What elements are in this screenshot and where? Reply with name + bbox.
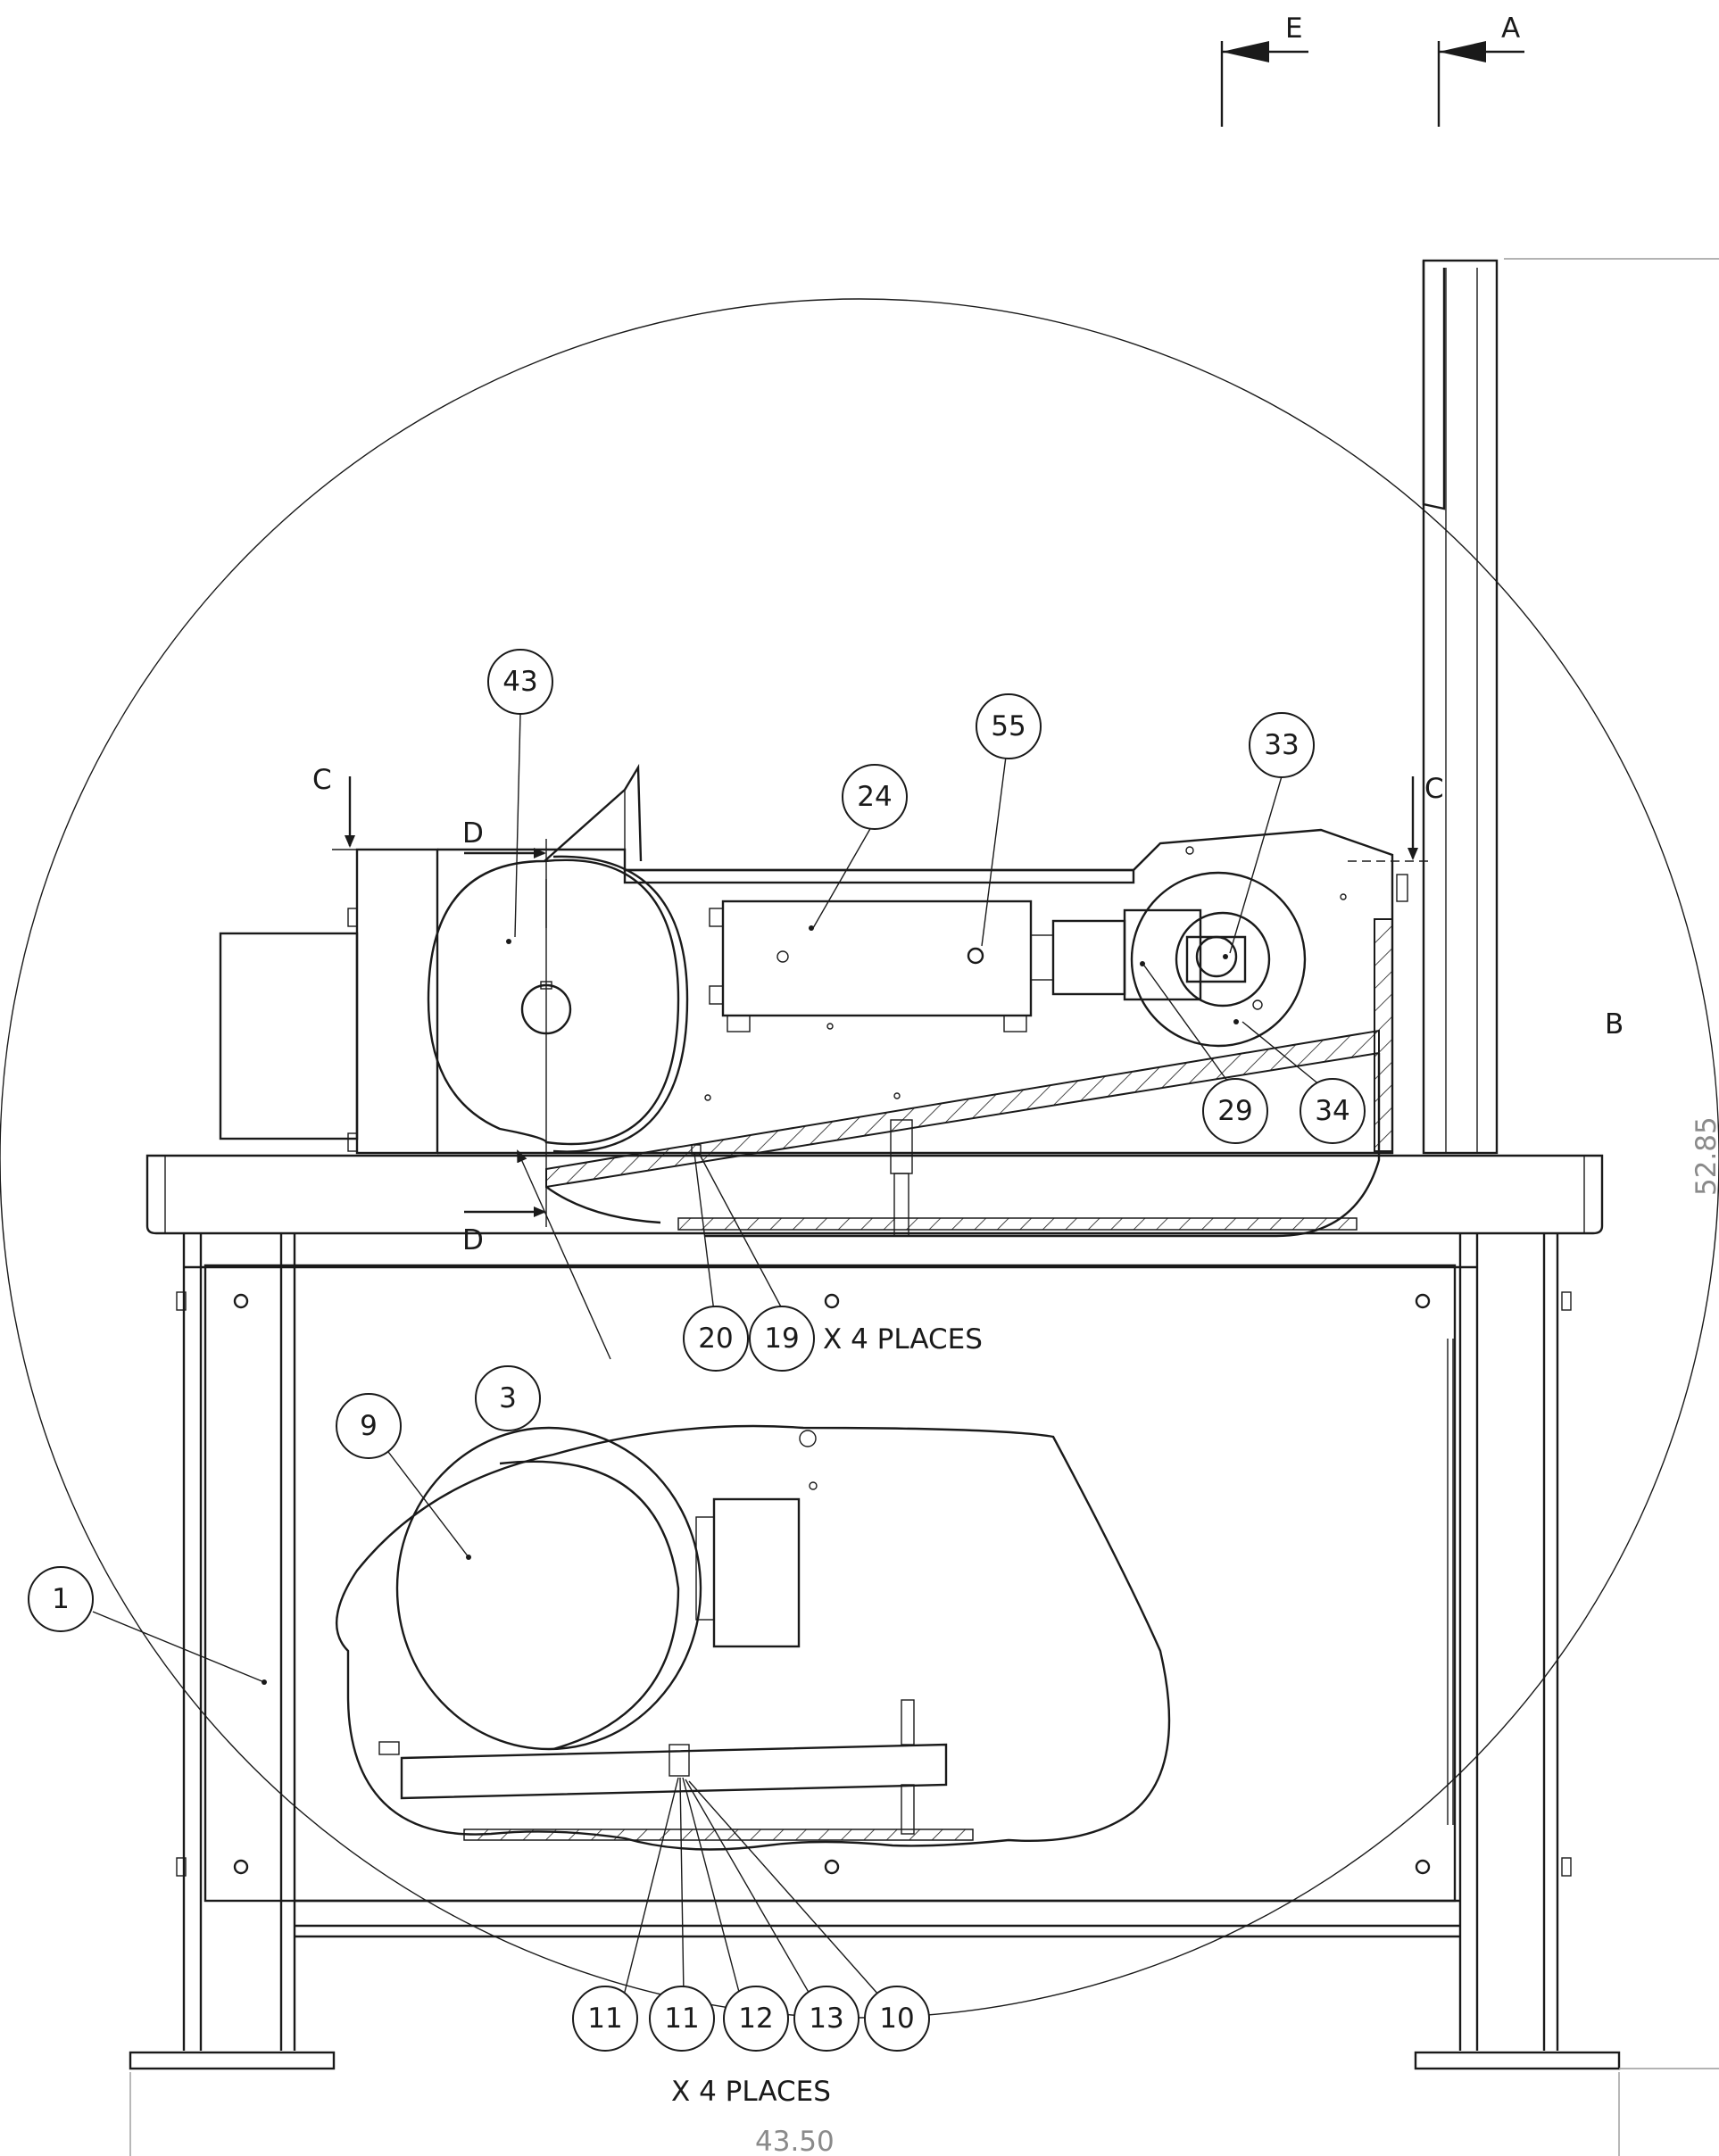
dimension-height-value: 52.85 [1690,1116,1719,1196]
section-c-left-label: C [312,764,332,796]
svg-text:9: 9 [360,1410,378,1442]
tabletop [145,1154,1604,1235]
section-marker-a: A [1437,12,1524,127]
svg-text:34: 34 [1315,1095,1349,1127]
svg-text:33: 33 [1264,729,1299,761]
callout-33: 33 [1249,712,1315,778]
svg-text:11: 11 [664,2003,699,2035]
dimension-width-value: 43.50 [755,2126,835,2156]
svg-text:12: 12 [738,2003,773,2035]
callout-3: 3 [475,1365,541,1431]
detail-circle-b [0,298,1719,2019]
callout-13: 13 [793,1986,860,2052]
callout-19: 19 [749,1306,815,1372]
section-marker-e: E [1220,12,1308,127]
callout-43: 43 [487,649,553,715]
svg-text:3: 3 [499,1382,517,1414]
dimension-width: 43.50 [129,2068,1719,2156]
pulley [427,855,689,1153]
section-marker-a-label: A [1501,12,1520,45]
panel-screws [233,1293,1431,1875]
callout-12: 12 [723,1986,789,2052]
vertical-post [1422,258,1719,1155]
callout-24: 24 [842,764,908,830]
callout-1: 1 [28,1566,94,1632]
note-x4-upper: X 4 PLACES [823,1323,983,1356]
svg-text:11: 11 [587,2003,622,2035]
section-marker-e-label: E [1285,12,1303,45]
svg-text:29: 29 [1217,1095,1252,1127]
svg-text:20: 20 [698,1323,733,1355]
section-d-top-label: D [462,817,484,850]
section-line-c: C C [312,764,1444,862]
callout-29: 29 [1202,1078,1268,1144]
callout-9: 9 [336,1393,402,1459]
note-x4-lower: X 4 PLACES [671,2076,831,2108]
detail-label-b: B [1605,1008,1624,1041]
section-d-bottom-label: D [462,1224,484,1256]
section-line-d: D D [462,817,547,1256]
svg-text:13: 13 [809,2003,843,2035]
svg-text:43: 43 [502,666,537,698]
leader-lines [92,713,1331,1996]
callout-10: 10 [864,1986,930,2052]
wheel [1130,846,1347,1048]
callout-20: 20 [683,1306,749,1372]
svg-text:10: 10 [879,2003,914,2035]
callout-34: 34 [1300,1078,1366,1144]
sloped-base [545,918,1393,1238]
callout-55: 55 [976,693,1042,759]
callout-11b: 11 [649,1986,715,2052]
svg-text:19: 19 [764,1323,799,1355]
callout-11a: 11 [572,1986,638,2052]
svg-text:1: 1 [52,1583,70,1615]
section-c-right-label: C [1424,773,1444,805]
motor-cutaway [262,1424,1171,1851]
svg-text:24: 24 [857,781,892,813]
svg-text:55: 55 [991,710,1026,742]
lower-frame [129,1233,1621,2070]
cylinder [709,900,1202,1032]
dimension-height: 52.85 [1690,1116,1719,1196]
